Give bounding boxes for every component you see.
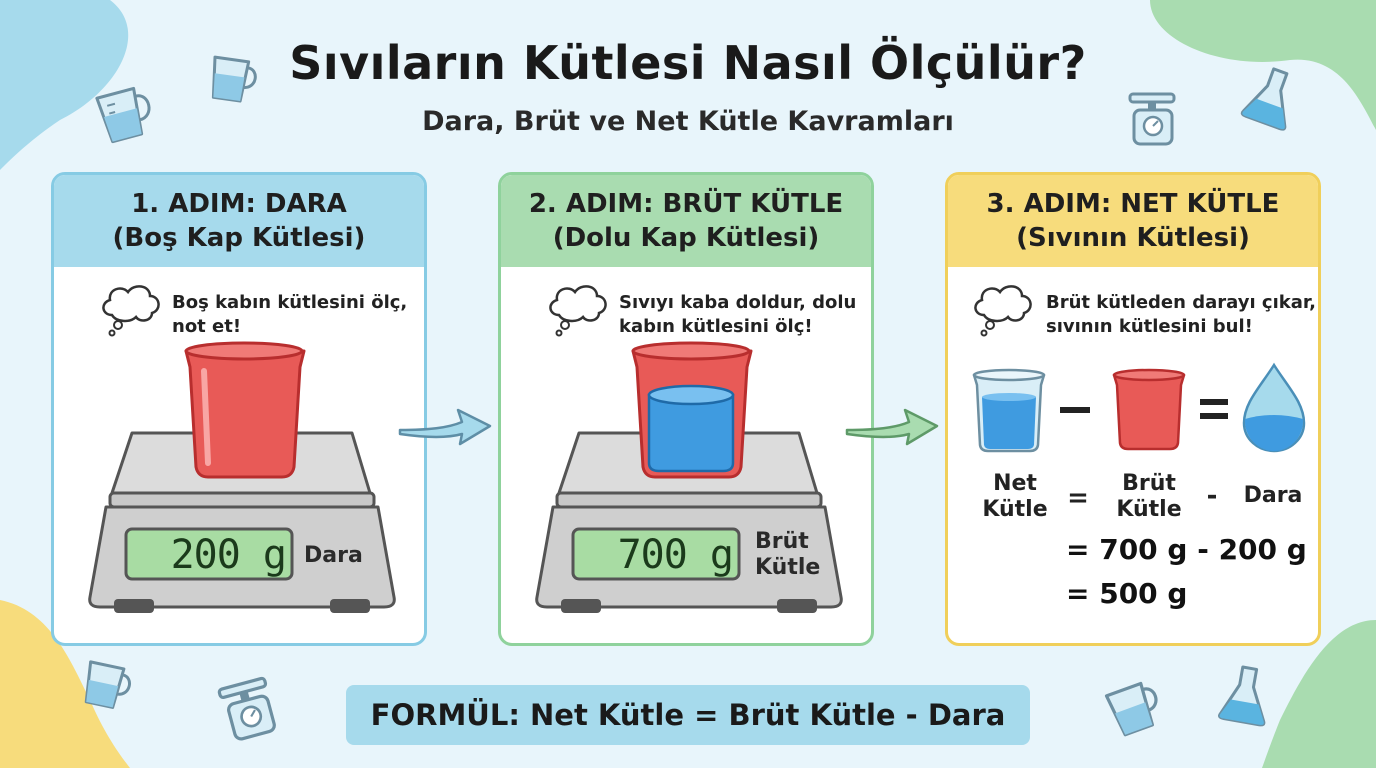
measuring-cup-icon <box>84 660 131 709</box>
arrow-icon <box>845 408 939 446</box>
measuring-cup-icon <box>1104 681 1158 737</box>
formula-banner: FORMÜL: Net Kütle = Brüt Kütle - Dara <box>346 685 1030 745</box>
step-card-net: 3. ADIM: NET KÜTLE (Sıvının Kütlesi) Brü… <box>945 172 1321 646</box>
step-title: 3. ADIM: NET KÜTLE <box>986 189 1280 219</box>
equals-sign <box>1200 399 1228 405</box>
equation-term: Net <box>993 471 1037 496</box>
beaker-icon <box>631 341 753 479</box>
step-card-gross: 2. ADIM: BRÜT KÜTLE (Dolu Kap Kütlesi) S… <box>498 172 874 646</box>
flask-icon <box>1240 67 1289 131</box>
equation-term: Kütle <box>1116 497 1182 522</box>
step-instruction: Brüt kütleden darayı çıkar, sıvının kütl… <box>1046 291 1316 339</box>
step-title: 1. ADIM: DARA <box>131 189 347 219</box>
step-instruction: Boş kabın kütlesini ölç, not et! <box>172 291 407 339</box>
beaker-icon <box>972 368 1046 453</box>
step-subtitle: (Boş Kap Kütlesi) <box>112 223 366 253</box>
step-header: 1. ADIM: DARA (Boş Kap Kütlesi) <box>54 175 424 267</box>
beaker-icon <box>1112 368 1186 451</box>
measuring-cup-icon <box>95 86 151 144</box>
flask-icon <box>1218 665 1266 727</box>
thought-cloud-icon <box>549 285 607 337</box>
water-drop-icon <box>1242 362 1306 453</box>
step-subtitle: (Dolu Kap Kütlesi) <box>552 223 820 253</box>
step-header: 2. ADIM: BRÜT KÜTLE (Dolu Kap Kütlesi) <box>501 175 871 267</box>
equation-tare: Dara <box>1243 483 1303 508</box>
instruction-line: Boş kabın kütlesini ölç, <box>172 292 408 313</box>
calculation-step: = 700 g - 200 g <box>1066 533 1307 566</box>
thought-cloud-icon <box>102 285 160 337</box>
net-scene <box>972 285 1306 453</box>
page-title: Sıvıların Kütlesi Nasıl Ölçülür? <box>289 36 1087 90</box>
step-subtitle: (Sıvının Kütlesi) <box>1016 223 1250 253</box>
instruction-line: kabın kütlesini ölç! <box>619 316 813 337</box>
equation-term: Brüt <box>1122 471 1176 496</box>
scale-label-line: Kütle <box>755 555 821 580</box>
equation-equals: = <box>1067 483 1089 513</box>
page-subtitle: Dara, Brüt ve Net Kütle Kavramları <box>422 106 954 137</box>
equation-gross-mass: Brüt Kütle <box>1104 471 1194 523</box>
step-title: 2. ADIM: BRÜT KÜTLE <box>528 189 844 219</box>
minus-sign <box>1060 407 1090 413</box>
scale-label-line: Brüt <box>755 529 809 554</box>
equation-term: Kütle <box>982 497 1048 522</box>
scale-label: Dara <box>304 543 363 568</box>
step-header: 3. ADIM: NET KÜTLE (Sıvının Kütlesi) <box>948 175 1318 267</box>
calculation-result: = 500 g <box>1066 577 1188 610</box>
scale-display: 200 g <box>170 532 287 578</box>
step-instruction: Sıvıyı kaba doldur, dolu kabın kütlesini… <box>619 291 856 339</box>
kitchen-scale-icon <box>217 676 276 741</box>
scale-label: Brüt Kütle <box>755 529 820 581</box>
kitchen-scale-icon <box>1128 92 1176 146</box>
instruction-line: sıvının kütlesini bul! <box>1046 316 1253 337</box>
arrow-icon <box>398 408 492 446</box>
measuring-cup-icon <box>211 55 257 103</box>
beaker-icon <box>184 341 306 479</box>
step-card-tare: 1. ADIM: DARA (Boş Kap Kütlesi) Boş kabı… <box>51 172 427 646</box>
equation-net-mass: Net Kütle <box>970 471 1060 523</box>
equals-sign <box>1200 413 1228 419</box>
equation-minus: - <box>1206 481 1218 511</box>
thought-cloud-icon <box>974 285 1032 337</box>
gross-scene <box>535 285 843 613</box>
instruction-line: Sıvıyı kaba doldur, dolu <box>619 292 857 313</box>
instruction-line: Brüt kütleden darayı çıkar, <box>1046 292 1316 313</box>
tare-scene <box>88 285 396 613</box>
kitchen-scale-icon <box>535 431 843 613</box>
instruction-line: not et! <box>172 316 242 337</box>
scale-display: 700 g <box>617 532 734 578</box>
